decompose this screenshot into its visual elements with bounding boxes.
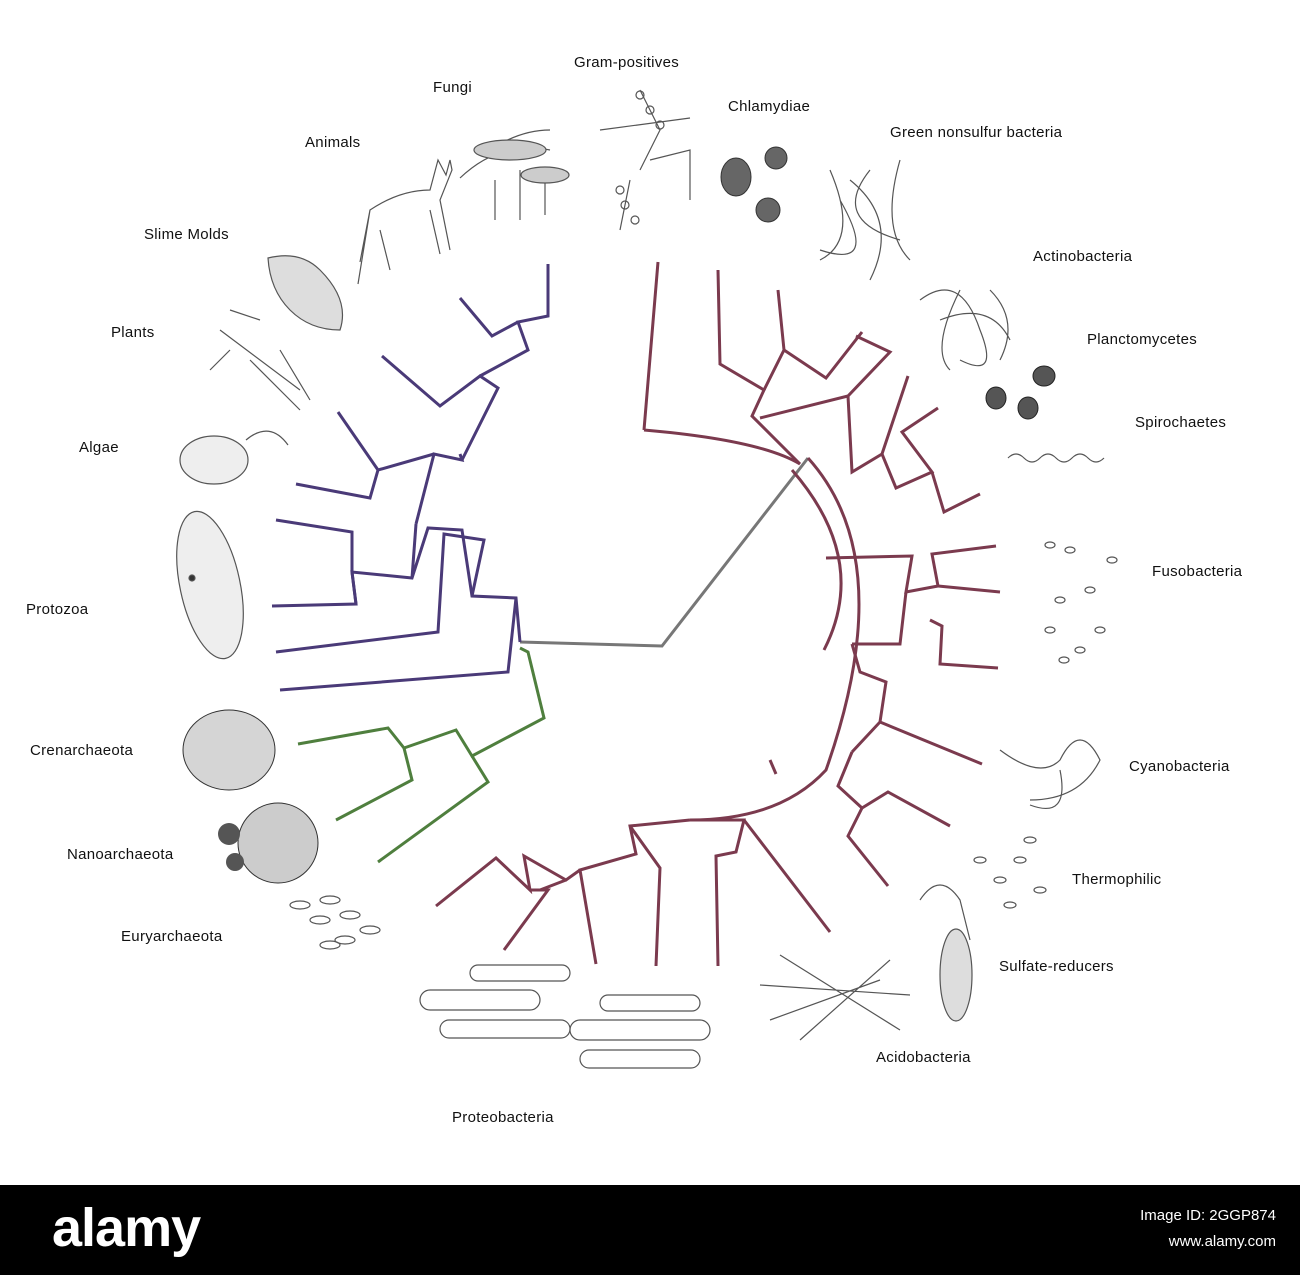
cyanobacteria-illustration xyxy=(999,739,1101,810)
planctomycetes-illustration xyxy=(985,365,1056,420)
label-crenarchaeota: Crenarchaeota xyxy=(30,742,134,759)
thermophilic-illustration xyxy=(973,836,1047,909)
label-cyanobacteria: Cyanobacteria xyxy=(1129,758,1230,775)
actinobacteria-illustration xyxy=(919,289,1011,371)
proteobacteria-illustration xyxy=(419,964,711,1069)
label-acidobacteria: Acidobacteria xyxy=(876,1049,971,1066)
label-algae: Algae xyxy=(79,439,119,456)
acidobacteria-illustration xyxy=(759,954,911,1041)
label-proteobacteria: Proteobacteria xyxy=(452,1109,554,1126)
root-branch xyxy=(519,457,810,648)
chlamydiae-illustration xyxy=(720,146,788,223)
label-protozoa: Protozoa xyxy=(26,601,89,618)
slime-molds-illustration xyxy=(267,255,344,331)
brand-logo: alamy xyxy=(52,1198,201,1258)
label-chlamydiae: Chlamydiae xyxy=(728,98,811,115)
label-animals: Animals xyxy=(305,134,361,151)
eukaryota-clade xyxy=(271,264,550,692)
label-actinobacteria: Actinobacteria xyxy=(1033,248,1133,265)
animals-illustration xyxy=(357,158,453,285)
sulfate-reducers-illustration xyxy=(919,884,973,1022)
footer-bar xyxy=(0,1185,1300,1275)
image-id: Image ID: 2GGP874 xyxy=(1140,1207,1276,1224)
fungi-illustration xyxy=(459,129,570,220)
label-fungi: Fungi xyxy=(433,79,473,96)
nanoarchaeota-illustration xyxy=(218,802,319,884)
green-nonsulfur-illustration xyxy=(819,159,911,281)
label-planctomycetes: Planctomycetes xyxy=(1087,331,1198,348)
gram-positives-illustration xyxy=(599,89,691,231)
diagram-canvas: Gram-positives Chlamydiae Green nonsulfu… xyxy=(26,54,1243,1126)
bacteria-clade xyxy=(435,261,1001,967)
label-green-nonsulfur: Green nonsulfur bacteria xyxy=(890,124,1063,141)
site-url: www.alamy.com xyxy=(1168,1233,1276,1250)
fusobacteria-illustration xyxy=(1044,541,1118,664)
crenarchaeota-illustration xyxy=(182,709,276,791)
label-sulfate-reducers: Sulfate-reducers xyxy=(999,958,1114,975)
label-nanoarchaeota: Nanoarchaeota xyxy=(67,846,174,863)
label-slime-molds: Slime Molds xyxy=(144,226,229,243)
label-euryarchaeota: Euryarchaeota xyxy=(121,928,223,945)
phylogenetic-tree xyxy=(176,89,1118,1069)
label-gram-positives: Gram-positives xyxy=(574,54,680,71)
euryarchaeota-illustration xyxy=(289,895,381,950)
archaea-clade xyxy=(297,646,546,864)
algae-illustration xyxy=(179,430,289,485)
spirochaetes-illustration xyxy=(1007,453,1105,463)
label-fusobacteria: Fusobacteria xyxy=(1152,563,1243,580)
protozoa-illustration xyxy=(176,510,244,660)
label-thermophilic: Thermophilic xyxy=(1072,871,1162,888)
plants-illustration xyxy=(209,309,311,411)
label-plants: Plants xyxy=(111,324,155,341)
label-spirochaetes: Spirochaetes xyxy=(1135,414,1227,431)
